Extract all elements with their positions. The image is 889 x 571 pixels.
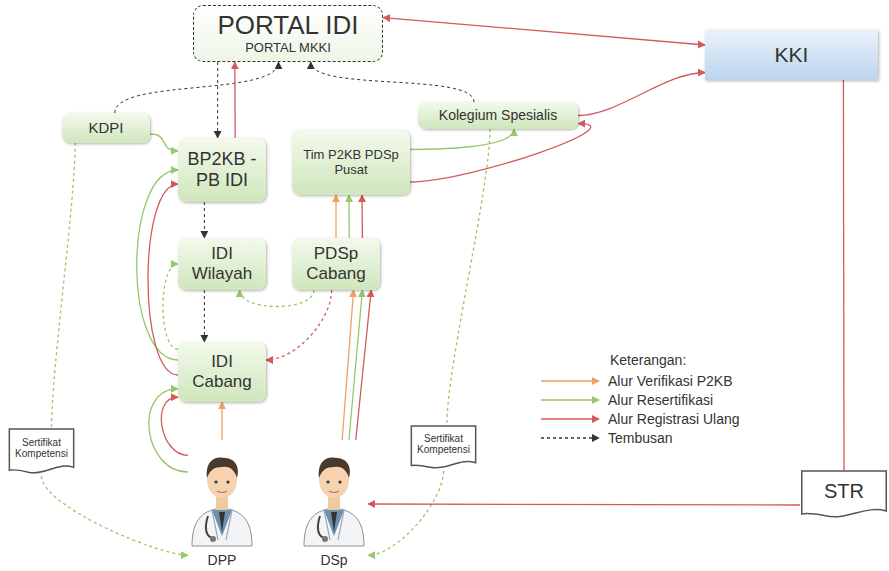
connector — [348, 195, 350, 238]
connector — [204, 202, 205, 238]
process-box: Kolegium Spesialis — [418, 102, 578, 129]
connector — [335, 195, 336, 238]
legend-text: Tembusan — [608, 430, 673, 446]
legend-row: Alur Resertifikasi — [540, 390, 740, 409]
connector — [361, 195, 363, 238]
process-box: PDSp Cabang — [292, 238, 380, 290]
process-box: IDI Cabang — [178, 342, 266, 402]
connector — [383, 18, 705, 45]
legend-line-sample — [540, 414, 602, 424]
connector — [217, 62, 218, 138]
connector — [342, 290, 353, 440]
authority-box: KKI — [705, 30, 878, 80]
node-text: STR — [824, 480, 864, 503]
document: STR — [800, 470, 888, 520]
legend-line-sample — [540, 433, 602, 443]
connector — [42, 476, 189, 555]
node-text: PORTAL MKKI — [245, 41, 331, 56]
process-box: Tim P2KB PDSp Pusat — [292, 130, 410, 195]
portal-box: PORTAL IDIPORTAL MKKI — [193, 5, 383, 62]
node-text: PDSp Cabang — [298, 244, 374, 283]
figure-label: DSp — [320, 552, 347, 568]
legend-text: Alur Resertifikasi — [608, 392, 713, 408]
node-text: IDI Wilayah — [184, 244, 260, 283]
figure-label: DPP — [208, 552, 237, 568]
connector — [115, 62, 279, 113]
legend-row: Tembusan — [540, 428, 740, 447]
node-text: KDPI — [88, 119, 123, 136]
connector — [52, 143, 76, 428]
node-text: Sertifikat Kompetensi — [14, 437, 69, 460]
connector — [349, 290, 362, 440]
legend: Keterangan: Alur Verifikasi P2KB Alur Rese… — [540, 352, 740, 447]
doctor-figure: DSp — [300, 440, 368, 568]
legend-title: Keterangan: — [610, 352, 740, 368]
process-box: BP2KB - PB IDI — [178, 138, 266, 202]
node-text: IDI Cabang — [184, 352, 260, 391]
node-text: PORTAL IDI — [217, 11, 358, 41]
legend-line-sample — [540, 376, 602, 386]
connector — [234, 62, 236, 138]
connector — [311, 62, 474, 102]
legend-row: Alur Registrasi Ulang — [540, 409, 740, 428]
process-box: KDPI — [62, 113, 150, 143]
connector — [368, 471, 444, 555]
node-text: Sertifikat Kompetensi — [416, 433, 471, 456]
connector — [148, 184, 178, 375]
connector — [410, 124, 591, 182]
node-text: KKI — [775, 43, 809, 67]
connector — [843, 80, 845, 470]
legend-line-sample — [540, 395, 602, 405]
connector — [221, 402, 222, 440]
connector — [578, 73, 705, 116]
certificate-document: Sertifikat Kompetensi — [8, 428, 75, 476]
connector — [266, 290, 332, 360]
legend-row: Alur Verifikasi P2KB — [540, 371, 740, 390]
connector — [410, 129, 514, 150]
connector — [447, 129, 490, 425]
node-text: Kolegium Spesialis — [439, 107, 557, 123]
doctor-figure: DPP — [188, 440, 256, 568]
connector — [240, 290, 314, 307]
connector — [368, 504, 800, 505]
connector — [356, 290, 371, 440]
connector — [204, 290, 205, 342]
node-text: Tim P2KB PDSp Pusat — [298, 148, 404, 178]
connector — [137, 170, 178, 360]
process-box: IDI Wilayah — [178, 238, 266, 290]
legend-text: Alur Registrasi Ulang — [608, 411, 740, 427]
certificate-document: Sertifikat Kompetensi — [410, 425, 477, 471]
connector — [150, 134, 178, 151]
legend-text: Alur Verifikasi P2KB — [608, 373, 733, 389]
node-text: BP2KB - PB IDI — [184, 149, 260, 190]
connector — [163, 264, 178, 349]
connector — [161, 397, 188, 455]
